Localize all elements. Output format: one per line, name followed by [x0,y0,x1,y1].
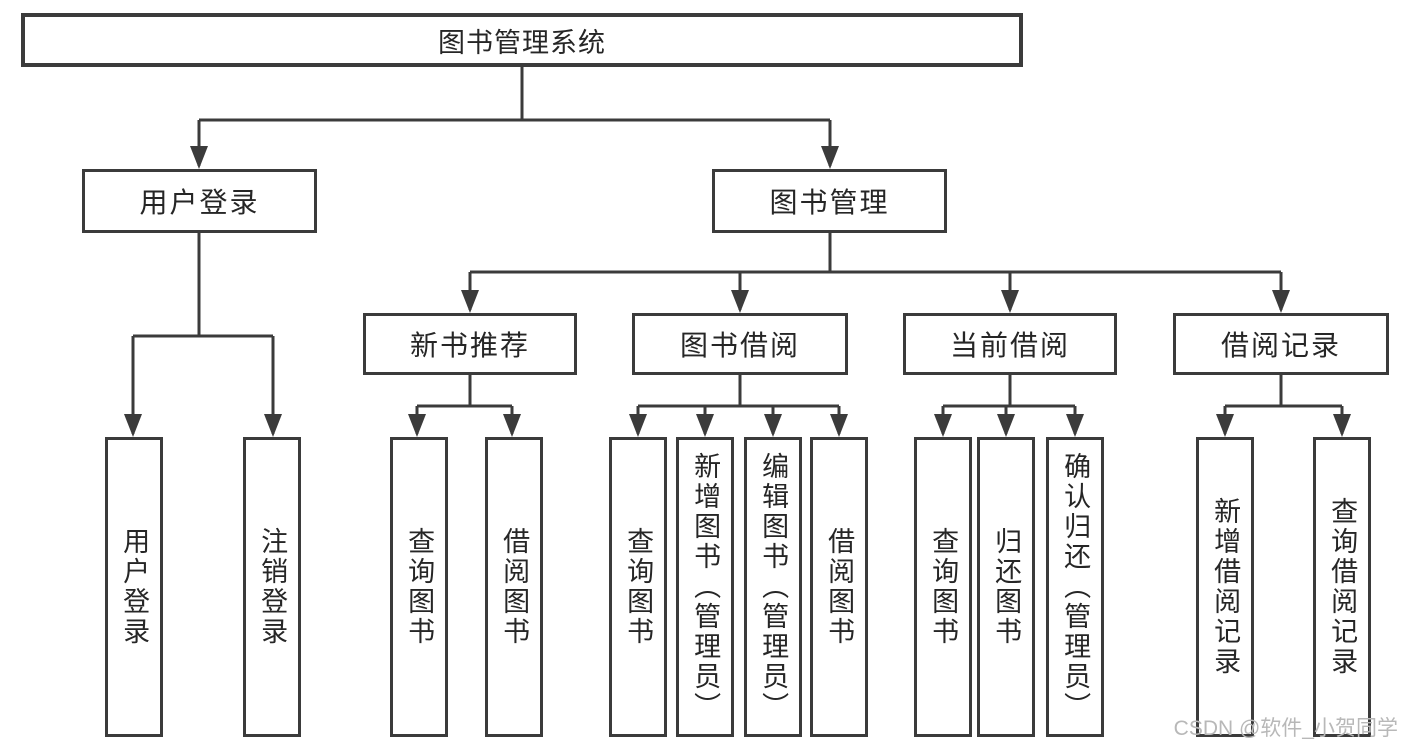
leaf-cb-confirm-return-admin: 确认归还（管理员） [1046,437,1104,737]
arrow-down-icon [731,290,749,313]
node-book-borrowing: 图书借阅 [632,313,848,375]
arrow-down-icon [190,146,208,169]
node-label: 图书管理系统 [438,27,606,58]
leaf-cb-query-books: 查询图书 [914,437,972,737]
arrow-down-icon [1001,290,1019,313]
leaf-label: 借阅图书 [499,527,530,647]
arrow-down-icon [830,414,848,437]
leaf-label: 新增图书（管理员） [690,452,721,722]
arrow-down-icon [696,414,714,437]
connector-book-management-to-level3 [468,233,1283,310]
arrow-down-icon [934,414,952,437]
leaf-nbr-borrow-books: 借阅图书 [485,437,543,737]
arrow-down-icon [1333,414,1351,437]
leaf-bb-query-books: 查询图书 [609,437,667,737]
leaf-label: 借阅图书 [824,527,855,647]
leaf-bb-borrow-books: 借阅图书 [810,437,868,737]
leaf-label: 查询借阅记录 [1327,497,1358,677]
node-label: 当前借阅 [949,330,1070,361]
arrow-down-icon [1066,414,1084,437]
leaf-label: 用户登录 [119,527,150,647]
arrow-down-icon [821,146,839,169]
leaf-label: 确认归还（管理员） [1060,452,1091,722]
node-borrowing-records: 借阅记录 [1173,313,1389,375]
connector-book-borrowing-children [636,375,841,434]
arrow-down-icon [503,414,521,437]
leaf-label: 查询图书 [928,527,959,647]
arrow-down-icon [1216,414,1234,437]
node-new-book-recommend: 新书推荐 [363,313,577,375]
leaf-label: 查询图书 [404,527,435,647]
node-label: 用户登录 [139,187,260,218]
arrow-down-icon [408,414,426,437]
node-current-borrowing: 当前借阅 [903,313,1117,375]
connector-user-login-children [131,233,275,434]
node-book-management: 图书管理 [712,169,947,233]
leaf-label: 新增借阅记录 [1210,497,1241,677]
leaf-nbr-query-books: 查询图书 [390,437,448,737]
arrow-down-icon [264,414,282,437]
arrow-down-icon [629,414,647,437]
leaf-label: 归还图书 [991,527,1022,647]
connector-root-to-level2 [197,67,832,166]
leaf-user-login: 用户登录 [105,437,163,737]
node-user-login: 用户登录 [82,169,317,233]
leaf-label: 查询图书 [623,527,654,647]
arrow-down-icon [461,290,479,313]
leaf-br-add-borrow-record: 新增借阅记录 [1196,437,1254,737]
node-label: 图书借阅 [679,330,800,361]
leaf-label: 编辑图书（管理员） [758,452,789,722]
node-library-management-system: 图书管理系统 [21,13,1023,67]
connector-current-borrowing-children [941,375,1077,434]
arrow-down-icon [997,414,1015,437]
node-label: 新书推荐 [409,330,530,361]
node-label: 借阅记录 [1220,330,1341,361]
leaf-label: 注销登录 [257,527,288,647]
node-label: 图书管理 [769,187,890,218]
leaf-bb-edit-books-admin: 编辑图书（管理员） [744,437,802,737]
watermark: CSDN @软件_小贺同学 [1173,717,1398,740]
leaf-logout-login: 注销登录 [243,437,301,737]
leaf-cb-return-books: 归还图书 [977,437,1035,737]
leaf-bb-add-books-admin: 新增图书（管理员） [676,437,734,737]
arrow-down-icon [764,414,782,437]
arrow-down-icon [1272,290,1290,313]
connector-new-book-recommend-children [415,375,514,434]
leaf-br-query-borrow-record: 查询借阅记录 [1313,437,1371,737]
connector-borrowing-records-children [1223,375,1344,434]
arrow-down-icon [124,414,142,437]
